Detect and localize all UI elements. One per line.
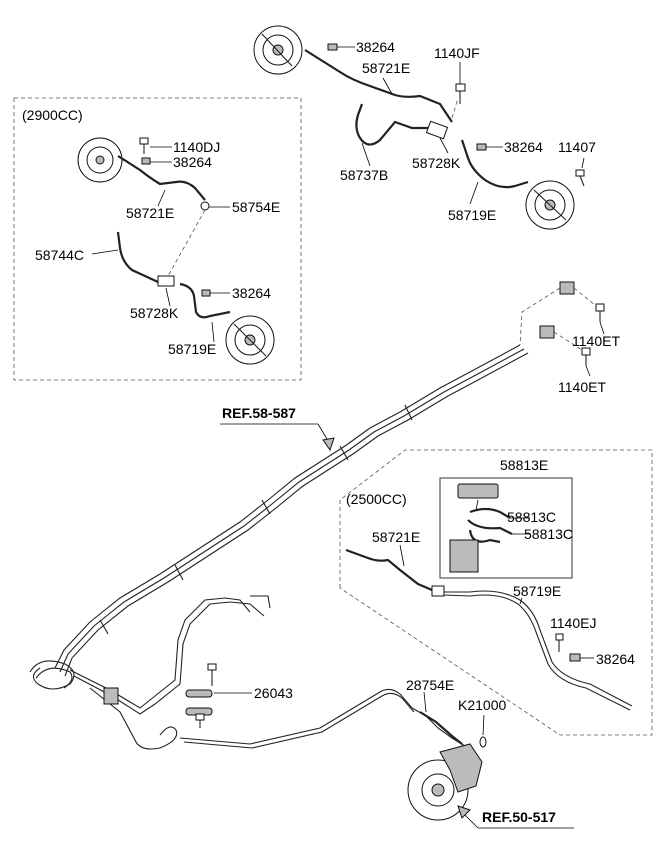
abs-bracket-icon <box>103 687 119 705</box>
hose-28754e <box>419 691 463 745</box>
label-58721e: 58721E <box>362 60 410 76</box>
label-58813c: 58813C <box>507 509 556 525</box>
hose-58737b <box>355 103 430 146</box>
bolt-1140et-icon <box>595 303 605 322</box>
label-58754e: 58754E <box>232 199 280 215</box>
clip-26043-icon <box>185 689 213 698</box>
part-k21000-icon <box>479 714 487 748</box>
label-58728k: 58728K <box>130 305 179 321</box>
bracket-group-1140et <box>519 281 605 377</box>
pipe-58719e-top <box>460 139 529 189</box>
pipe-58721e-top <box>304 49 453 123</box>
label-58728k: 58728K <box>412 155 461 171</box>
connector-58728k-2900 <box>157 275 175 287</box>
label-1140et: 1140ET <box>558 379 606 395</box>
ref-50-517-callout: REF.50-517 <box>457 805 574 829</box>
label-1140ej: 1140EJ <box>550 615 596 631</box>
clip-38264-top-a-icon <box>327 43 338 51</box>
rear-brake-2900cc <box>77 137 275 365</box>
variant-label-2500cc: (2500CC) <box>346 491 407 507</box>
front-brake-lines <box>29 595 469 750</box>
connector-icon <box>431 585 445 597</box>
front-disc-brake-icon <box>407 743 483 821</box>
connector-58728k-top <box>425 120 449 140</box>
pipe-58719e-2500 <box>444 590 633 707</box>
clip-38264-2900a-icon <box>141 157 151 165</box>
label-58813e: 58813E <box>500 457 548 473</box>
label-38264: 38264 <box>356 39 395 55</box>
bolt-11407-icon <box>575 169 585 187</box>
bracket-58813e-icon <box>457 483 499 499</box>
backing-plate-left-icon <box>77 137 123 183</box>
frame-58813e <box>439 477 573 579</box>
clip-38264-top-b-icon <box>476 143 487 151</box>
main-brake-line-bundle <box>54 344 529 677</box>
label-58719e: 58719E <box>513 583 561 599</box>
label-38264: 38264 <box>504 139 543 155</box>
assembly-58813e <box>449 483 530 573</box>
bolt-1140dj-icon <box>139 137 149 154</box>
hose-58744c <box>116 231 159 283</box>
label-1140dj: 1140DJ <box>173 139 220 155</box>
label-11407: 11407 <box>558 139 596 155</box>
variant-label-2900cc: (2900CC) <box>22 107 83 123</box>
frame-2900cc <box>13 97 302 381</box>
pipe-58721e-2500 <box>345 548 433 592</box>
clip-26043-group <box>185 663 252 728</box>
label-28754e: 28754E <box>406 677 454 693</box>
bracket-icon <box>559 281 575 295</box>
label-1140jf: 1140JF <box>434 45 480 61</box>
label-38264: 38264 <box>596 651 635 667</box>
ref-label-58-587: REF.58-587 <box>222 405 296 421</box>
clip-38264-2900b-icon <box>201 289 211 297</box>
bracket-icon <box>539 325 555 339</box>
bolt-1140jf-icon <box>455 83 466 104</box>
bolt-1140et-icon <box>581 347 591 366</box>
label-58744c: 58744C <box>35 247 84 263</box>
pipe-58721e-2900 <box>117 155 206 201</box>
label-1140et: 1140ET <box>572 333 620 349</box>
label-38264: 38264 <box>232 285 271 301</box>
label-58719e: 58719E <box>448 207 496 223</box>
label-58813c: 58813C <box>524 526 573 542</box>
label-58737b: 58737B <box>340 167 388 183</box>
screw-icon <box>195 713 205 728</box>
label-58719e: 58719E <box>168 341 216 357</box>
label-58721e: 58721E <box>126 205 174 221</box>
block-58813e-icon <box>449 539 479 573</box>
ref-label-50-517: REF.50-517 <box>482 809 556 825</box>
frame-2500cc <box>339 449 653 736</box>
ref-58-587-callout: REF.58-587 <box>220 405 335 452</box>
backing-plate-right-icon <box>525 180 575 230</box>
label-26043: 26043 <box>254 685 293 701</box>
joint-58754e-icon <box>200 201 210 211</box>
backing-plate-left-icon <box>253 25 303 75</box>
screw-icon <box>207 663 217 686</box>
backing-plate-right-icon <box>225 315 275 365</box>
rear-brake-2500cc <box>345 544 633 711</box>
label-k21000: K21000 <box>458 697 506 713</box>
label-38264: 38264 <box>173 154 212 170</box>
rear-brake-top <box>253 25 585 230</box>
label-58721e: 58721E <box>372 529 420 545</box>
bolt-1140ej-icon <box>555 633 564 652</box>
clip-38264-2500-icon <box>569 653 581 662</box>
pipe-58719e-2900 <box>179 282 231 319</box>
